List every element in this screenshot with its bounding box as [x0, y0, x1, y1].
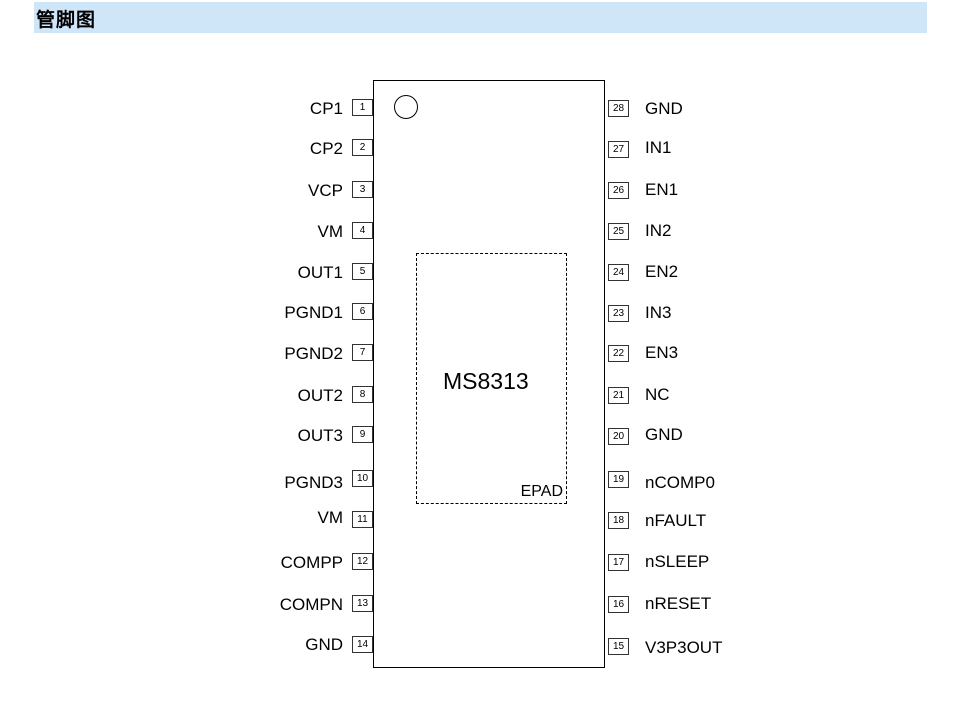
pin-label: nSLEEP [645, 552, 710, 571]
pin-number-box: 3 [352, 181, 373, 198]
pin-number-box: 2 [352, 139, 373, 156]
pin-number-box: 8 [352, 386, 373, 403]
pin-label: EN2 [645, 262, 679, 281]
pin-number-box: 11 [352, 511, 373, 528]
pin-number-box: 18 [608, 512, 629, 529]
pin-label: PGND2 [284, 344, 343, 363]
section-header: 管脚图 [34, 2, 927, 33]
pin-number-box: 23 [608, 305, 629, 322]
pin-number-box: 17 [608, 554, 629, 571]
pin-number-box: 26 [608, 182, 629, 199]
pin-label: CP2 [309, 139, 343, 158]
pin-number-box: 6 [352, 303, 373, 320]
pin-number-box: 22 [608, 345, 629, 362]
pin-label: IN2 [645, 221, 672, 240]
pin-label: PGND1 [284, 303, 343, 322]
pin1-marker-circle [394, 95, 418, 119]
pin-number-box: 4 [352, 222, 373, 239]
chip-package-outline [373, 80, 605, 668]
epad-label: EPAD [520, 483, 563, 500]
pin-label: OUT3 [297, 426, 343, 445]
pin-label: V3P3OUT [645, 638, 723, 657]
pin-label: CP1 [309, 99, 343, 118]
pin-number-box: 20 [608, 428, 629, 445]
pin-label: nCOMP0 [645, 473, 715, 492]
pin-number-box: 7 [352, 344, 373, 361]
pin-label: nFAULT [645, 511, 707, 530]
pin-number-box: 19 [608, 471, 629, 488]
pin-label: nRESET [645, 594, 712, 613]
pin-number-box: 5 [352, 263, 373, 280]
pin-number-box: 16 [608, 596, 629, 613]
pin-number-box: 28 [608, 100, 629, 117]
pin-number-box: 9 [352, 426, 373, 443]
pin-label: VM [317, 508, 344, 527]
pin-label: EN3 [645, 343, 679, 362]
pin-number-box: 25 [608, 223, 629, 240]
pin-label: GND [645, 425, 683, 444]
pin-label: GND [305, 635, 343, 654]
pin-label: PGND3 [284, 473, 343, 492]
pin-label: EN1 [645, 180, 679, 199]
pin-number-box: 24 [608, 264, 629, 281]
pin-label: VCP [308, 181, 343, 200]
pin-label: VM [317, 222, 344, 241]
pin-label: NC [645, 385, 670, 404]
pin-label: GND [645, 99, 683, 118]
pin-label: OUT2 [297, 386, 343, 405]
pin-number-box: 15 [608, 638, 629, 655]
pin-number-box: 27 [608, 141, 629, 158]
pin-label: IN3 [645, 303, 672, 322]
pin-number-box: 14 [352, 636, 373, 653]
pin-number-box: 1 [352, 99, 373, 116]
exposed-pad-outline: EPAD [416, 253, 567, 504]
section-title: 管脚图 [36, 9, 97, 31]
pin-label: COMPN [279, 595, 343, 614]
pin-number-box: 10 [352, 470, 373, 487]
pin-number-box: 21 [608, 387, 629, 404]
pin-number-box: 13 [352, 595, 373, 612]
pin-label: COMPP [280, 553, 343, 572]
chip-part-number: MS8313 [443, 368, 529, 394]
pin-label: IN1 [645, 138, 672, 157]
pin-label: OUT1 [297, 263, 343, 282]
pin-number-box: 12 [352, 553, 373, 570]
